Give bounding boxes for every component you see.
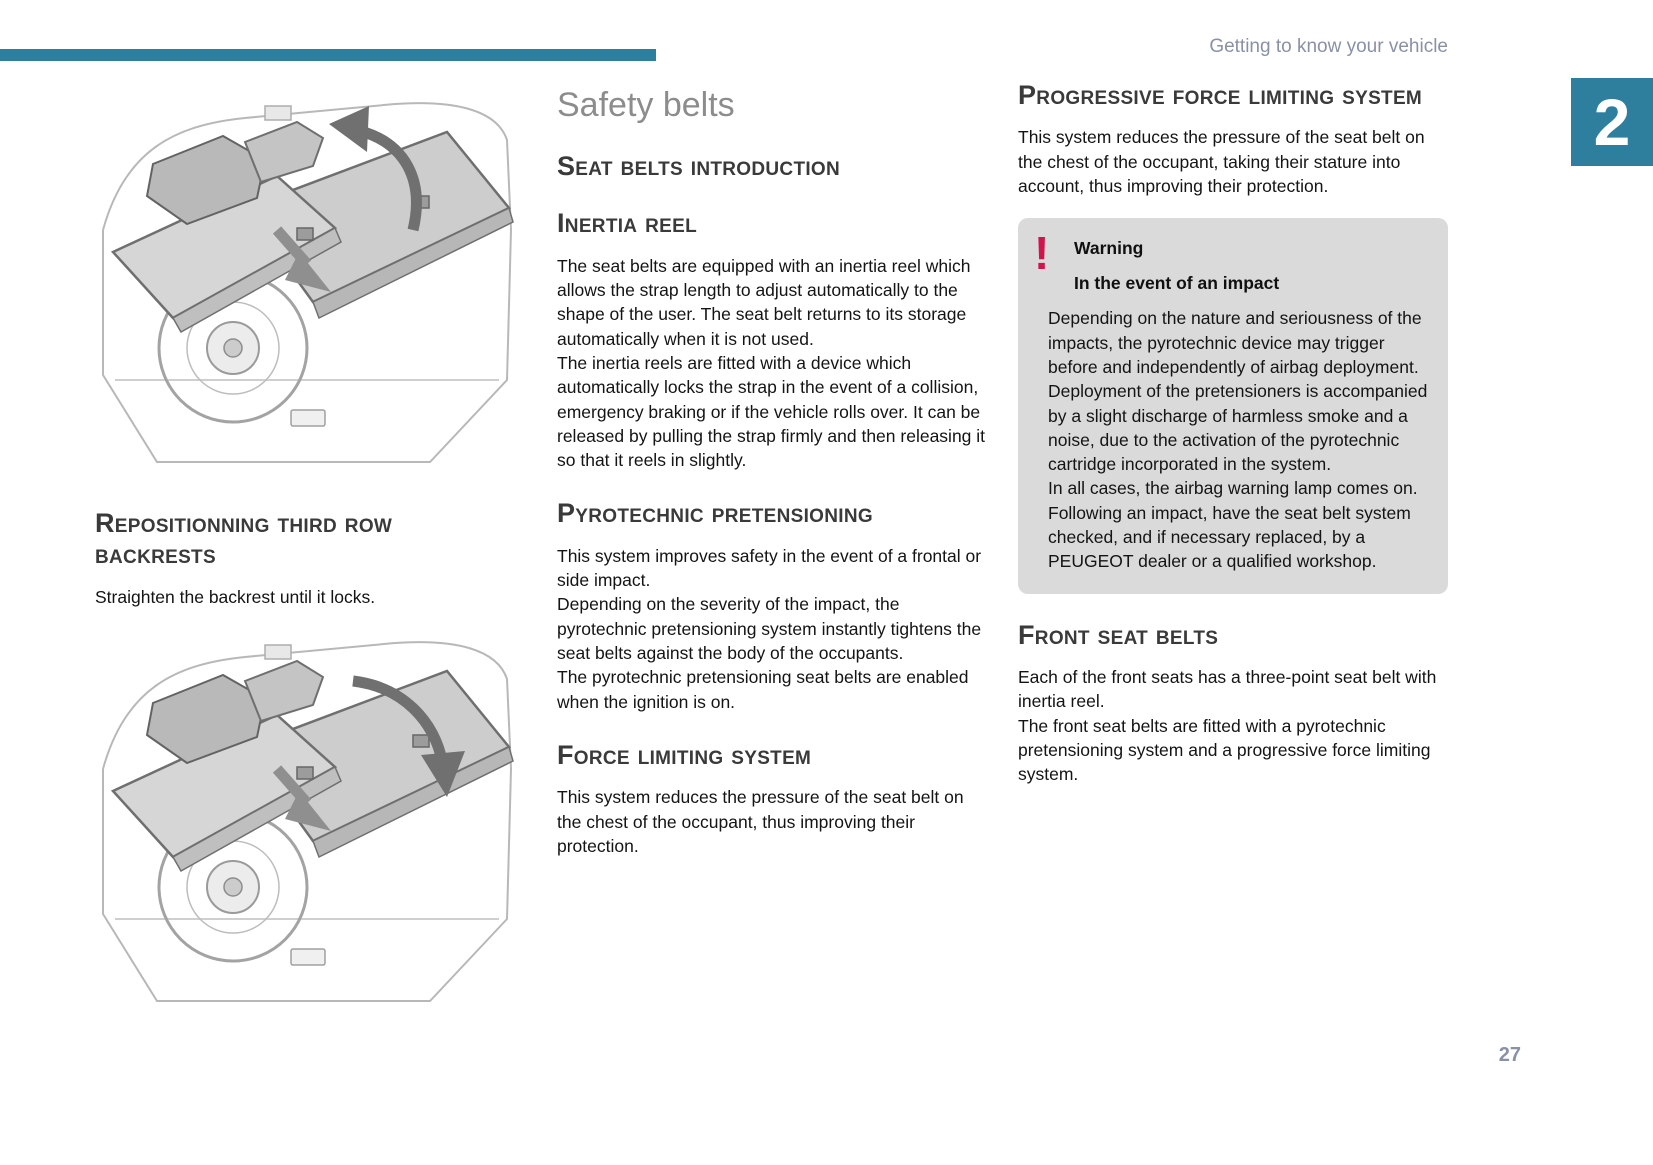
- paragraph: Following an impact, have the seat belt …: [1048, 502, 1411, 572]
- paragraph: Each of the front seats has a three-poin…: [1018, 667, 1437, 712]
- paragraph: The front seat belts are fitted with a p…: [1018, 715, 1431, 785]
- paragraph: The pyrotechnic pretensioning seat belts…: [557, 667, 969, 712]
- trunk-outline: [102, 641, 512, 1002]
- section-heading: Pyrotechnic pretensioning: [557, 498, 873, 529]
- left-column: Repositionning third row backrests Strai…: [95, 80, 515, 1019]
- warning-subtitle: In the event of an impact: [1074, 273, 1280, 294]
- page-title: Safety belts: [557, 86, 735, 124]
- headrest-cushion: [145, 134, 267, 226]
- chapter-header-text: Getting to know your vehicle: [1209, 36, 1448, 57]
- chapter-number: 2: [1593, 85, 1631, 159]
- paragraph: This system reduces the pressure of the …: [557, 787, 964, 856]
- chapter-tab: 2: [1571, 78, 1653, 166]
- third-row-seats-repositioning-illustration: [95, 619, 515, 1019]
- warning-titles: Warning In the event of an impact: [1074, 234, 1279, 294]
- paragraph: In all cases, the airbag warning lamp co…: [1048, 478, 1418, 499]
- paragraph: This system reduces the pressure of the …: [1018, 127, 1425, 196]
- warning-box: ! Warning In the event of an impact Depe…: [1018, 218, 1448, 594]
- floor-latch: [290, 409, 326, 427]
- floor-latch: [290, 948, 326, 966]
- section-heading: Inertia reel: [557, 208, 697, 239]
- section-front-seat-belts: Front seat belts Each of the front seats…: [1018, 620, 1448, 787]
- section-heading: Progressive force limiting system: [1018, 80, 1423, 110]
- section-heading: Force limiting system: [557, 739, 812, 770]
- section-pyrotechnic-pretensioning: Pyrotechnic pretensioning This system im…: [557, 498, 987, 714]
- section-heading: Seat belts introduction: [557, 151, 841, 181]
- page-number: 27: [1498, 1044, 1521, 1066]
- section-progressive-force-limiting: Progressive force limiting system This s…: [1018, 80, 1448, 198]
- hinge: [412, 734, 430, 748]
- paragraph: This system improves safety in the event…: [557, 545, 982, 591]
- exclamation-icon: !: [1034, 227, 1050, 280]
- paragraph: Depending on the nature and seriousness …: [1048, 308, 1428, 475]
- parcel-shelf-clip: [264, 644, 292, 660]
- right-column: Progressive force limiting system This s…: [1018, 80, 1448, 787]
- top-accent-bar: [0, 49, 656, 61]
- repositioning-instruction: Straighten the backrest until it locks.: [95, 586, 376, 607]
- paragraph: The seat belts are equipped with an iner…: [557, 255, 971, 349]
- section-heading: Front seat belts: [1018, 619, 1219, 650]
- warning-title: Warning: [1074, 238, 1144, 259]
- trunk-outline: [102, 102, 512, 463]
- headrest-cushion-2: [243, 659, 325, 723]
- push-arrow: [272, 226, 331, 292]
- section-force-limiting-system: Force limiting system This system reduce…: [557, 740, 987, 858]
- push-arrow: [272, 765, 331, 831]
- hinge: [296, 766, 314, 780]
- section-heading-repositioning: Repositionning third row backrests: [95, 508, 393, 570]
- warning-body: Depending on the nature and seriousness …: [1034, 306, 1428, 573]
- section-inertia-reel: Inertia reel The seat belts are equipped…: [557, 208, 987, 472]
- hinge: [296, 227, 314, 241]
- headrest-cushion-2: [243, 120, 325, 184]
- raise-arrow: [352, 675, 465, 797]
- section-seat-belts-introduction: Seat belts introduction: [557, 151, 987, 182]
- middle-column: Safety belts Seat belts introduction Ine…: [557, 80, 987, 858]
- seat-panel-right-edge: [312, 206, 514, 320]
- warning-header: ! Warning In the event of an impact: [1034, 227, 1428, 294]
- fold-arrow: [329, 106, 422, 232]
- parcel-shelf-clip: [264, 105, 292, 121]
- paragraph: Depending on the severity of the impact,…: [557, 594, 982, 663]
- headrest-cushion: [145, 673, 267, 765]
- paragraph: The inertia reels are fitted with a devi…: [557, 352, 986, 471]
- third-row-seats-folded-illustration: [95, 80, 515, 480]
